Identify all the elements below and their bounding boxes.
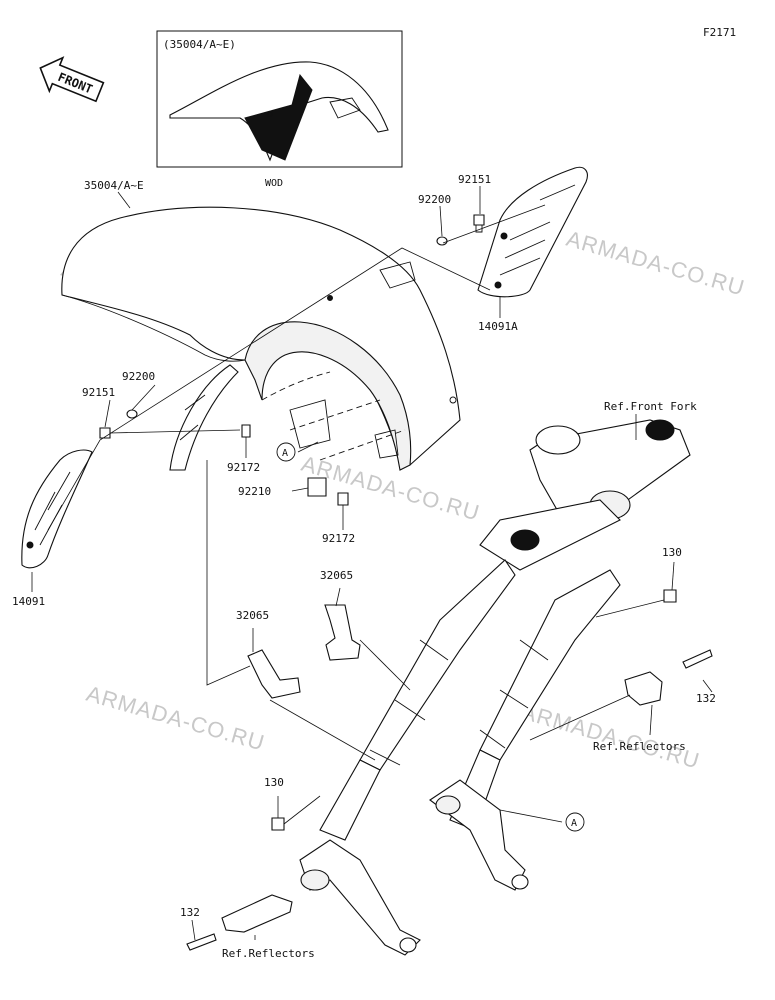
- watermark-4: ARMADA-CO.RU: [84, 681, 268, 756]
- callout-nut-92210: 92210: [238, 485, 271, 498]
- fender-inner-bracket: [169, 364, 239, 471]
- callout-ref-front-fork: Ref.Front Fork: [604, 400, 697, 413]
- callout-bolt-92151-right: 92151: [458, 173, 491, 186]
- ref-circle-a-upper: A: [276, 442, 296, 462]
- callout-bracket-32065-right: 32065: [320, 569, 353, 582]
- callout-ref-reflectors-left: Ref.Reflectors: [222, 947, 315, 960]
- side-cover-14091: [21, 449, 93, 569]
- front-arrow-badge: FRONT: [39, 56, 105, 103]
- watermark-5: ARMADA-CO.RU: [519, 699, 703, 774]
- callout-labels: 35004/A~E 92151 92200 14091A 92200 92151…: [12, 173, 716, 960]
- watermark-2: ARMADA-CO.RU: [564, 226, 748, 301]
- front-fork-assembly: [299, 419, 691, 956]
- callout-bolt-132-left: 132: [180, 906, 200, 919]
- callout-cover-14091a: 14091A: [478, 320, 518, 333]
- brackets-32065: [247, 604, 361, 699]
- callout-bolt-92151-left: 92151: [82, 386, 115, 399]
- callout-ref-reflectors-right: Ref.Reflectors: [593, 740, 686, 753]
- ref-a-upper-label: A: [282, 448, 288, 459]
- callout-bolt-92172-upper: 92172: [227, 461, 260, 474]
- leader-lines: [31, 186, 713, 941]
- callout-bracket-32065-left: 32065: [236, 609, 269, 622]
- callout-washer-92200-left: 92200: [122, 370, 155, 383]
- callout-fender-main: 35004/A~E: [84, 179, 144, 192]
- reflector-brackets: [221, 671, 663, 933]
- callout-bolt-132-right: 132: [696, 692, 716, 705]
- ref-a-lower-label: A: [571, 818, 577, 829]
- front-fender: [61, 206, 461, 471]
- callout-bolt-92172-lower: 92172: [322, 532, 355, 545]
- callout-bolt-130-right: 130: [662, 546, 682, 559]
- diagram-code: F2171: [703, 26, 736, 39]
- side-cover-14091a: [477, 166, 588, 298]
- callout-washer-92200-right: 92200: [418, 193, 451, 206]
- ref-circle-a-lower: A: [565, 812, 585, 832]
- inset-caption: WOD: [265, 178, 283, 189]
- inset-variant-box: (35004/A~E) WOD: [156, 30, 403, 189]
- callout-bolt-130-left: 130: [264, 776, 284, 789]
- hardware: [99, 214, 713, 951]
- callout-cover-14091: 14091: [12, 595, 45, 608]
- inset-title: (35004/A~E): [163, 38, 236, 51]
